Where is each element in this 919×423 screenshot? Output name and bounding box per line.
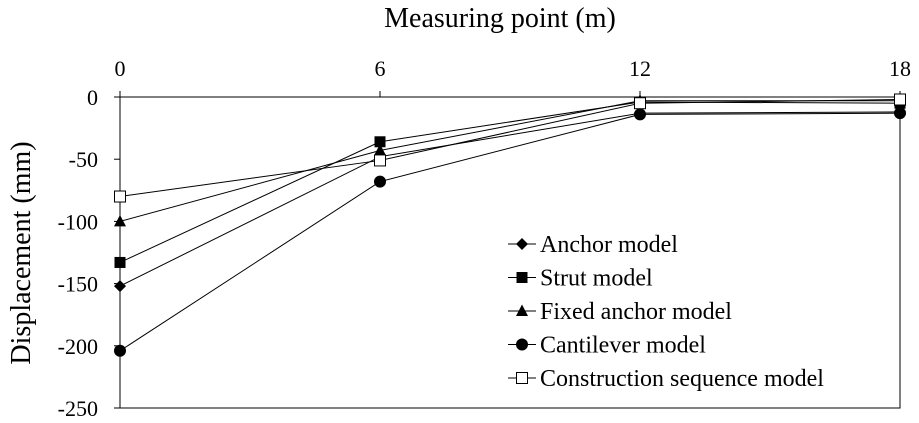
x-axis-title: Measuring point (m) (384, 3, 616, 34)
data-point-open-square (894, 93, 906, 106)
data-point-circle (894, 107, 906, 120)
legend-item: Anchor model (508, 232, 678, 258)
y-tick-label: -150 (58, 272, 98, 297)
legend-label: Strut model (540, 266, 653, 292)
legend-item: Fixed anchor model (508, 299, 732, 325)
series (114, 93, 906, 203)
data-point-circle (516, 338, 528, 351)
data-point-diamond (114, 280, 126, 293)
y-tick-label: -200 (58, 334, 98, 359)
data-point-open-square (634, 97, 646, 110)
y-axis-title: Displacement (mm) (6, 141, 37, 364)
series-line (119, 98, 901, 198)
series (114, 96, 906, 268)
series (114, 107, 906, 357)
axes: 0 6 12 18 0 -50 -100 -150 -200 -250 (58, 56, 911, 421)
y-tick-label: 0 (87, 85, 98, 110)
data-point-triangle (374, 143, 386, 156)
data-point-square (374, 136, 386, 148)
series-line (119, 111, 901, 287)
data-point-circle (114, 344, 126, 357)
legend-item: Cantilever model (508, 333, 706, 359)
data-point-open-square (374, 154, 386, 167)
data-point-open-square (516, 372, 528, 384)
y-tick-label: -100 (58, 209, 98, 234)
legend-label: Construction sequence model (540, 366, 824, 392)
x-tick-label: 6 (375, 56, 386, 81)
legend-label: Fixed anchor model (540, 299, 732, 325)
data-point-diamond (516, 238, 528, 250)
series-line (119, 100, 900, 222)
data-point-triangle (114, 214, 126, 227)
series-layer (114, 93, 906, 357)
plot-area-frame (119, 96, 901, 409)
legend-label: Cantilever model (540, 333, 706, 359)
y-tick-label: -250 (58, 396, 98, 421)
series (114, 105, 906, 293)
data-point-triangle (516, 304, 528, 316)
data-point-square (516, 272, 528, 283)
x-tick-label: 18 (889, 56, 911, 81)
data-point-square (114, 256, 126, 268)
legend-label: Anchor model (540, 232, 678, 258)
x-tick-label: 12 (629, 56, 651, 81)
data-point-open-square (114, 190, 126, 203)
x-tick-label: 0 (115, 56, 126, 81)
legend-item: Construction sequence model (508, 366, 824, 392)
legend-item: Strut model (508, 266, 653, 292)
data-point-circle (374, 175, 386, 188)
series-line (119, 112, 901, 352)
data-point-circle (634, 108, 646, 121)
y-tick-label: -50 (69, 147, 98, 172)
series-line (119, 101, 901, 263)
